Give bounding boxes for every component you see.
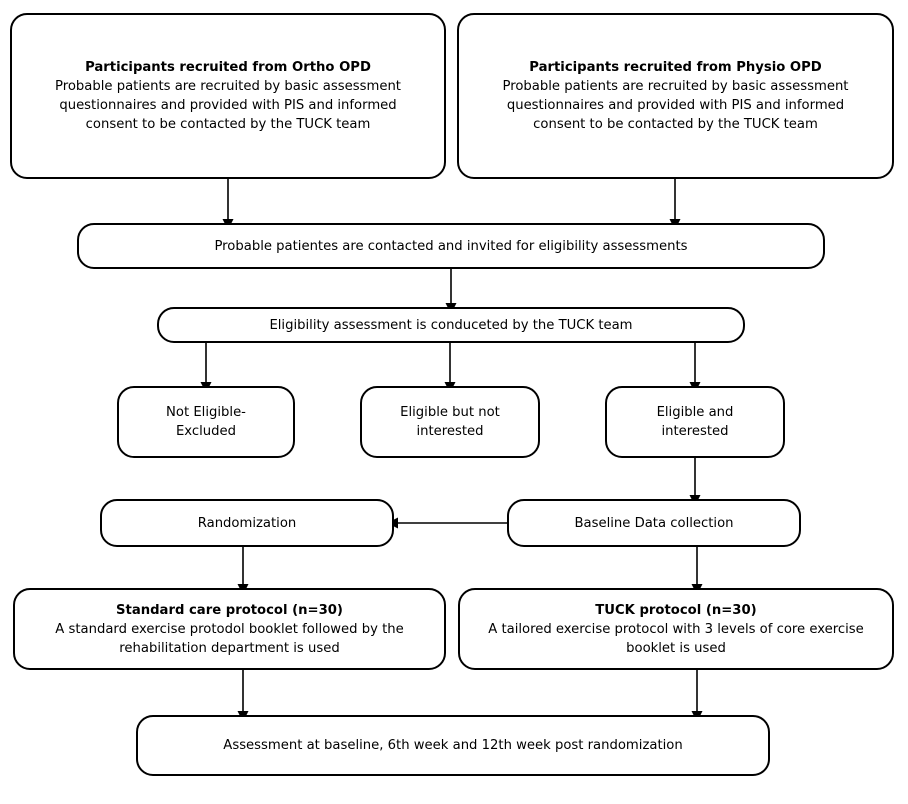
node-box-standard-care-protocol [13, 588, 446, 670]
node-box-baseline-data-collection [507, 499, 801, 547]
node-box-probable-patients-contacted [77, 223, 825, 269]
nodes-layer [10, 13, 894, 776]
node-box-eligible-and-interested [605, 386, 785, 458]
node-box-final-assessment [136, 715, 770, 776]
node-box-tuck-protocol [458, 588, 894, 670]
node-box-participants-physio-opd [457, 13, 894, 179]
node-box-eligible-but-not-interested [360, 386, 540, 458]
node-box-randomization [100, 499, 394, 547]
node-box-eligibility-assessment [157, 307, 745, 343]
node-box-participants-ortho-opd [10, 13, 446, 179]
node-box-not-eligible-excluded [117, 386, 295, 458]
